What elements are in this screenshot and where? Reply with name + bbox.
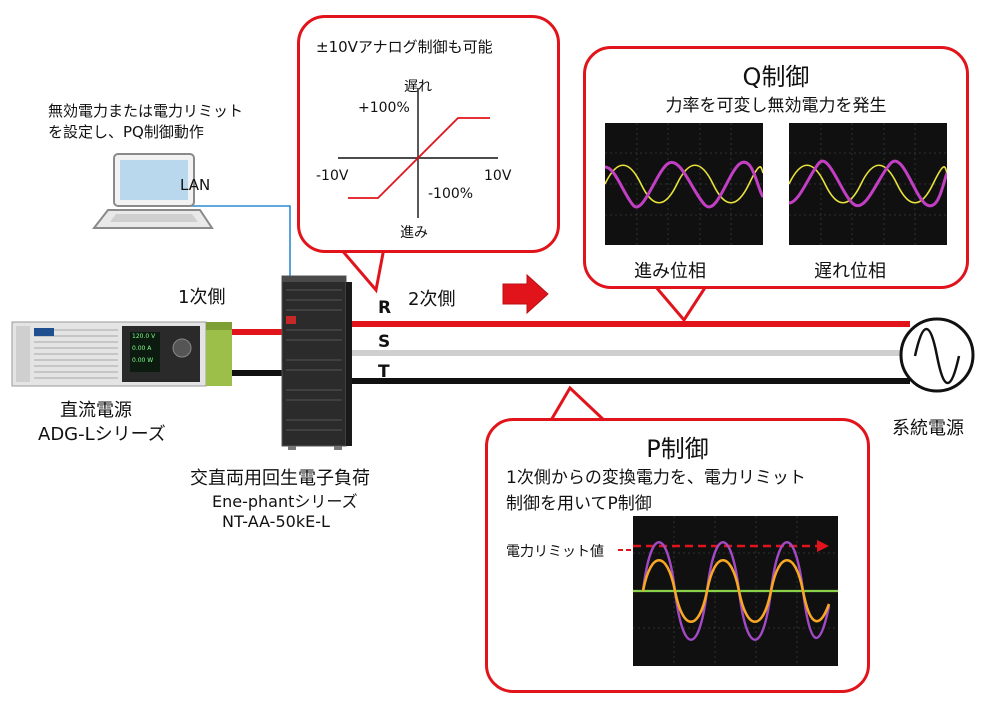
- primary-side-label: 1次側: [178, 283, 225, 309]
- analog-plus-percent: +100%: [358, 100, 410, 116]
- lag-phase-label: 遅れ位相: [814, 257, 886, 283]
- phase-t-label: T: [378, 362, 390, 382]
- analog-lead-label: 進み: [400, 222, 428, 242]
- pc-note-line2: を設定し、PQ制御動作: [48, 121, 204, 142]
- dc-panel-readout-2: 0.00 A: [132, 345, 151, 352]
- p-control-scope: [633, 516, 838, 666]
- analog-control-bubble: ±10Vアナログ制御も可能 遅れ +100% -10V 10V -100% 進み: [297, 15, 560, 253]
- lan-label: LAN: [180, 176, 210, 194]
- power-limit-label: 電力リミット値: [506, 541, 604, 561]
- q-control-bubble: Q制御 力率を可変し無効電力を発生 進み位相 遅れ位相: [583, 46, 969, 289]
- analog-lag-label: 遅れ: [404, 76, 432, 96]
- lead-phase-label: 進み位相: [634, 257, 706, 283]
- grid-source-label: 系統電源: [892, 414, 964, 440]
- load-name: 交直両用回生電子負荷: [190, 464, 370, 490]
- q-bubble-subtitle: 力率を可変し無効電力を発生: [586, 91, 966, 116]
- pc-note-line1: 無効電力または電力リミット: [48, 100, 243, 121]
- load-series: Ene-phantシリーズ: [212, 488, 358, 512]
- dc-source-name: 直流電源: [60, 396, 132, 422]
- p-control-bubble: P制御 1次側からの変換電力を、電力リミット 制御を用いてP制御 電力リミット値: [485, 418, 870, 693]
- phase-r-label: R: [378, 298, 391, 318]
- p-bubble-line1: 1次側からの変換電力を、電力リミット: [506, 463, 806, 488]
- q-bubble-title: Q制御: [586, 57, 966, 92]
- dc-source-series: ADG-Lシリーズ: [38, 420, 166, 446]
- analog-plus-volt: 10V: [484, 168, 511, 184]
- analog-transfer-graph: [300, 18, 557, 250]
- lag-phase-scope: [789, 123, 947, 245]
- dc-power-supply-icon: [10, 318, 235, 390]
- phase-s-label: S: [378, 332, 390, 352]
- p-bubble-title: P制御: [488, 429, 867, 464]
- p-bubble-line2: 制御を用いてP制御: [506, 489, 652, 514]
- dc-panel-readout-1: 120.0 V: [132, 333, 155, 340]
- dc-panel-readout-3: 0.00 W: [132, 357, 153, 364]
- direction-arrow-icon: [503, 275, 548, 313]
- load-model: NT-AA-50kE-L: [222, 512, 330, 531]
- analog-minus-percent: -100%: [428, 186, 473, 202]
- analog-minus-volt: -10V: [316, 168, 348, 184]
- lead-phase-scope: [605, 123, 763, 245]
